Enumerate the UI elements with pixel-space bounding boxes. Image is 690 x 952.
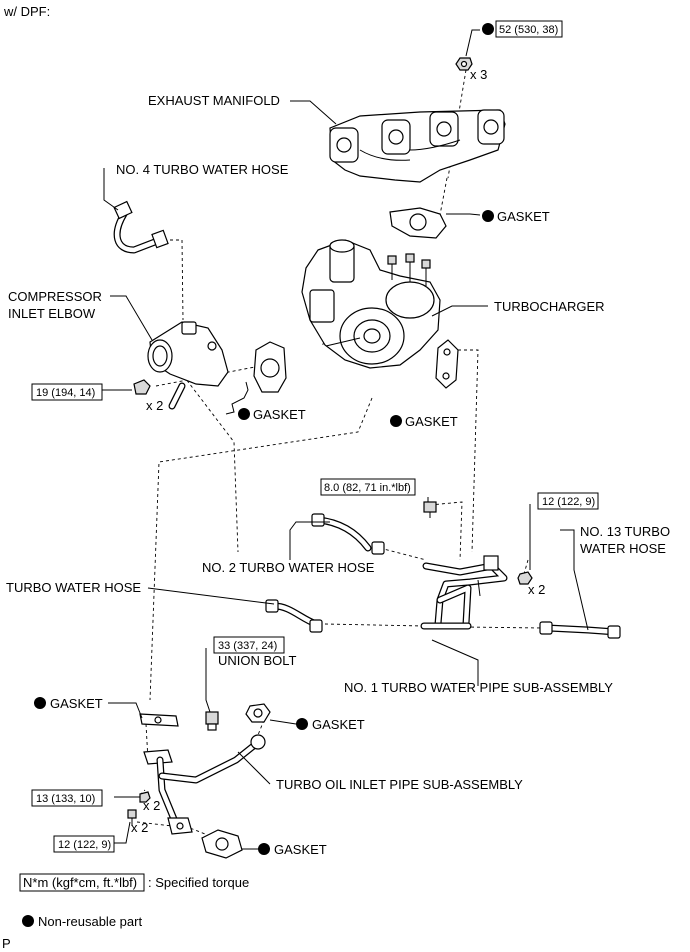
torque-oil-nut: 13 (133, 10) [31, 789, 103, 807]
no4-turbo-water-hose [113, 200, 169, 254]
nonreusable-mark-union-gasket [296, 718, 308, 730]
nonreusable-mark-oil-gasket-bottom [258, 843, 270, 855]
qty-oil-bolt: x 2 [131, 820, 148, 835]
no2-turbo-water-hose [311, 513, 385, 555]
turbo-oil-inlet-pipe [143, 734, 266, 835]
svg-text:19 (194, 14): 19 (194, 14) [36, 387, 95, 399]
turbo-gasket [435, 339, 459, 389]
svg-text:13 (133, 10): 13 (133, 10) [36, 793, 95, 805]
svg-text:8.0 (82, 71 in.*lbf): 8.0 (82, 71 in.*lbf) [324, 482, 411, 494]
union-bolt [205, 711, 219, 731]
torque-manifold-nut: 52 (530, 38) [482, 20, 563, 38]
label-compressor-2: INLET ELBOW [8, 306, 96, 321]
legend-torque-text: : Specified torque [148, 875, 249, 890]
oil-bolt [127, 809, 137, 826]
label-gasket-union: GASKET [312, 717, 365, 732]
label-oil-inlet-pipe: TURBO OIL INLET PIPE SUB-ASSEMBLY [276, 777, 523, 792]
legend-torque: N*m (kgf*cm, ft.*lbf) : Specified torque [19, 873, 249, 892]
torque-union-bolt: 33 (337, 24) [213, 636, 285, 654]
label-gasket-oil-top: GASKET [50, 696, 103, 711]
turbocharger [301, 239, 441, 369]
oil-gasket-bottom [201, 829, 243, 859]
no1-turbo-water-pipe [420, 555, 508, 630]
label-no2-hose: NO. 2 TURBO WATER HOSE [202, 560, 375, 575]
torque-pipe-bolt-small: 8.0 (82, 71 in.*lbf) [320, 478, 416, 496]
oil-gasket-top [139, 713, 179, 727]
qty-elbow-bolt: x 2 [146, 398, 163, 413]
turbo-water-hose [265, 599, 323, 633]
label-turbo-water-hose: TURBO WATER HOSE [6, 580, 141, 595]
leader-lines [102, 29, 589, 844]
label-gasket-oil-bottom: GASKET [274, 842, 327, 857]
label-gasket-elbow: GASKET [253, 407, 306, 422]
compressor-inlet-elbow [147, 321, 229, 410]
torque-pipe-nut: 12 (122, 9) [537, 492, 599, 510]
qty-pipe-nut: x 2 [528, 582, 545, 597]
label-no4-hose: NO. 4 TURBO WATER HOSE [116, 162, 289, 177]
label-no1-pipe: NO. 1 TURBO WATER PIPE SUB-ASSEMBLY [344, 680, 613, 695]
nonreusable-mark-exhaust-gasket [482, 210, 494, 222]
svg-text:33 (337, 24): 33 (337, 24) [218, 640, 277, 652]
torque-oil-bolt: 12 (122, 9) [53, 835, 115, 853]
label-gasket-turbo: GASKET [405, 414, 458, 429]
pipe-nut [517, 571, 533, 585]
label-compressor-1: COMPRESSOR [8, 289, 102, 304]
exhaust-gasket [389, 207, 447, 239]
union-gasket [245, 703, 271, 723]
svg-text:12 (122, 9): 12 (122, 9) [542, 496, 595, 508]
no13-turbo-water-hose [539, 621, 621, 639]
qty-manifold-nut: x 3 [470, 67, 487, 82]
elbow-bolt [133, 379, 151, 395]
torque-elbow-bolt: 19 (194, 14) [31, 383, 103, 401]
nonreusable-mark-turbo-gasket [390, 415, 402, 427]
variant-heading: w/ DPF: [3, 4, 50, 19]
exhaust-manifold [329, 109, 506, 183]
legend-nonreusable-text: Non-reusable part [38, 914, 142, 929]
label-no13-hose-1: NO. 13 TURBO [580, 524, 670, 539]
elbow-gasket [253, 341, 287, 393]
legend-nonreusable: Non-reusable part [22, 914, 142, 929]
svg-text:52 (530, 38): 52 (530, 38) [499, 24, 558, 36]
nonreusable-mark-elbow-gasket [238, 408, 250, 420]
nonreusable-mark-oil-gasket-top [34, 697, 46, 709]
label-no13-hose-2: WATER HOSE [580, 541, 666, 556]
qty-oil-nut: x 2 [143, 798, 160, 813]
svg-text:12 (122, 9): 12 (122, 9) [58, 839, 111, 851]
label-union-bolt: UNION BOLT [218, 653, 297, 668]
label-exhaust-manifold: EXHAUST MANIFOLD [148, 93, 280, 108]
label-gasket-exhaust: GASKET [497, 209, 550, 224]
label-turbocharger: TURBOCHARGER [494, 299, 605, 314]
pipe-bolt-small [423, 501, 437, 518]
oil-nut [139, 791, 151, 803]
footer-code: P [2, 936, 11, 951]
manifold-nut [455, 57, 473, 71]
legend-torque-box: N*m (kgf*cm, ft.*lbf) [23, 875, 137, 890]
